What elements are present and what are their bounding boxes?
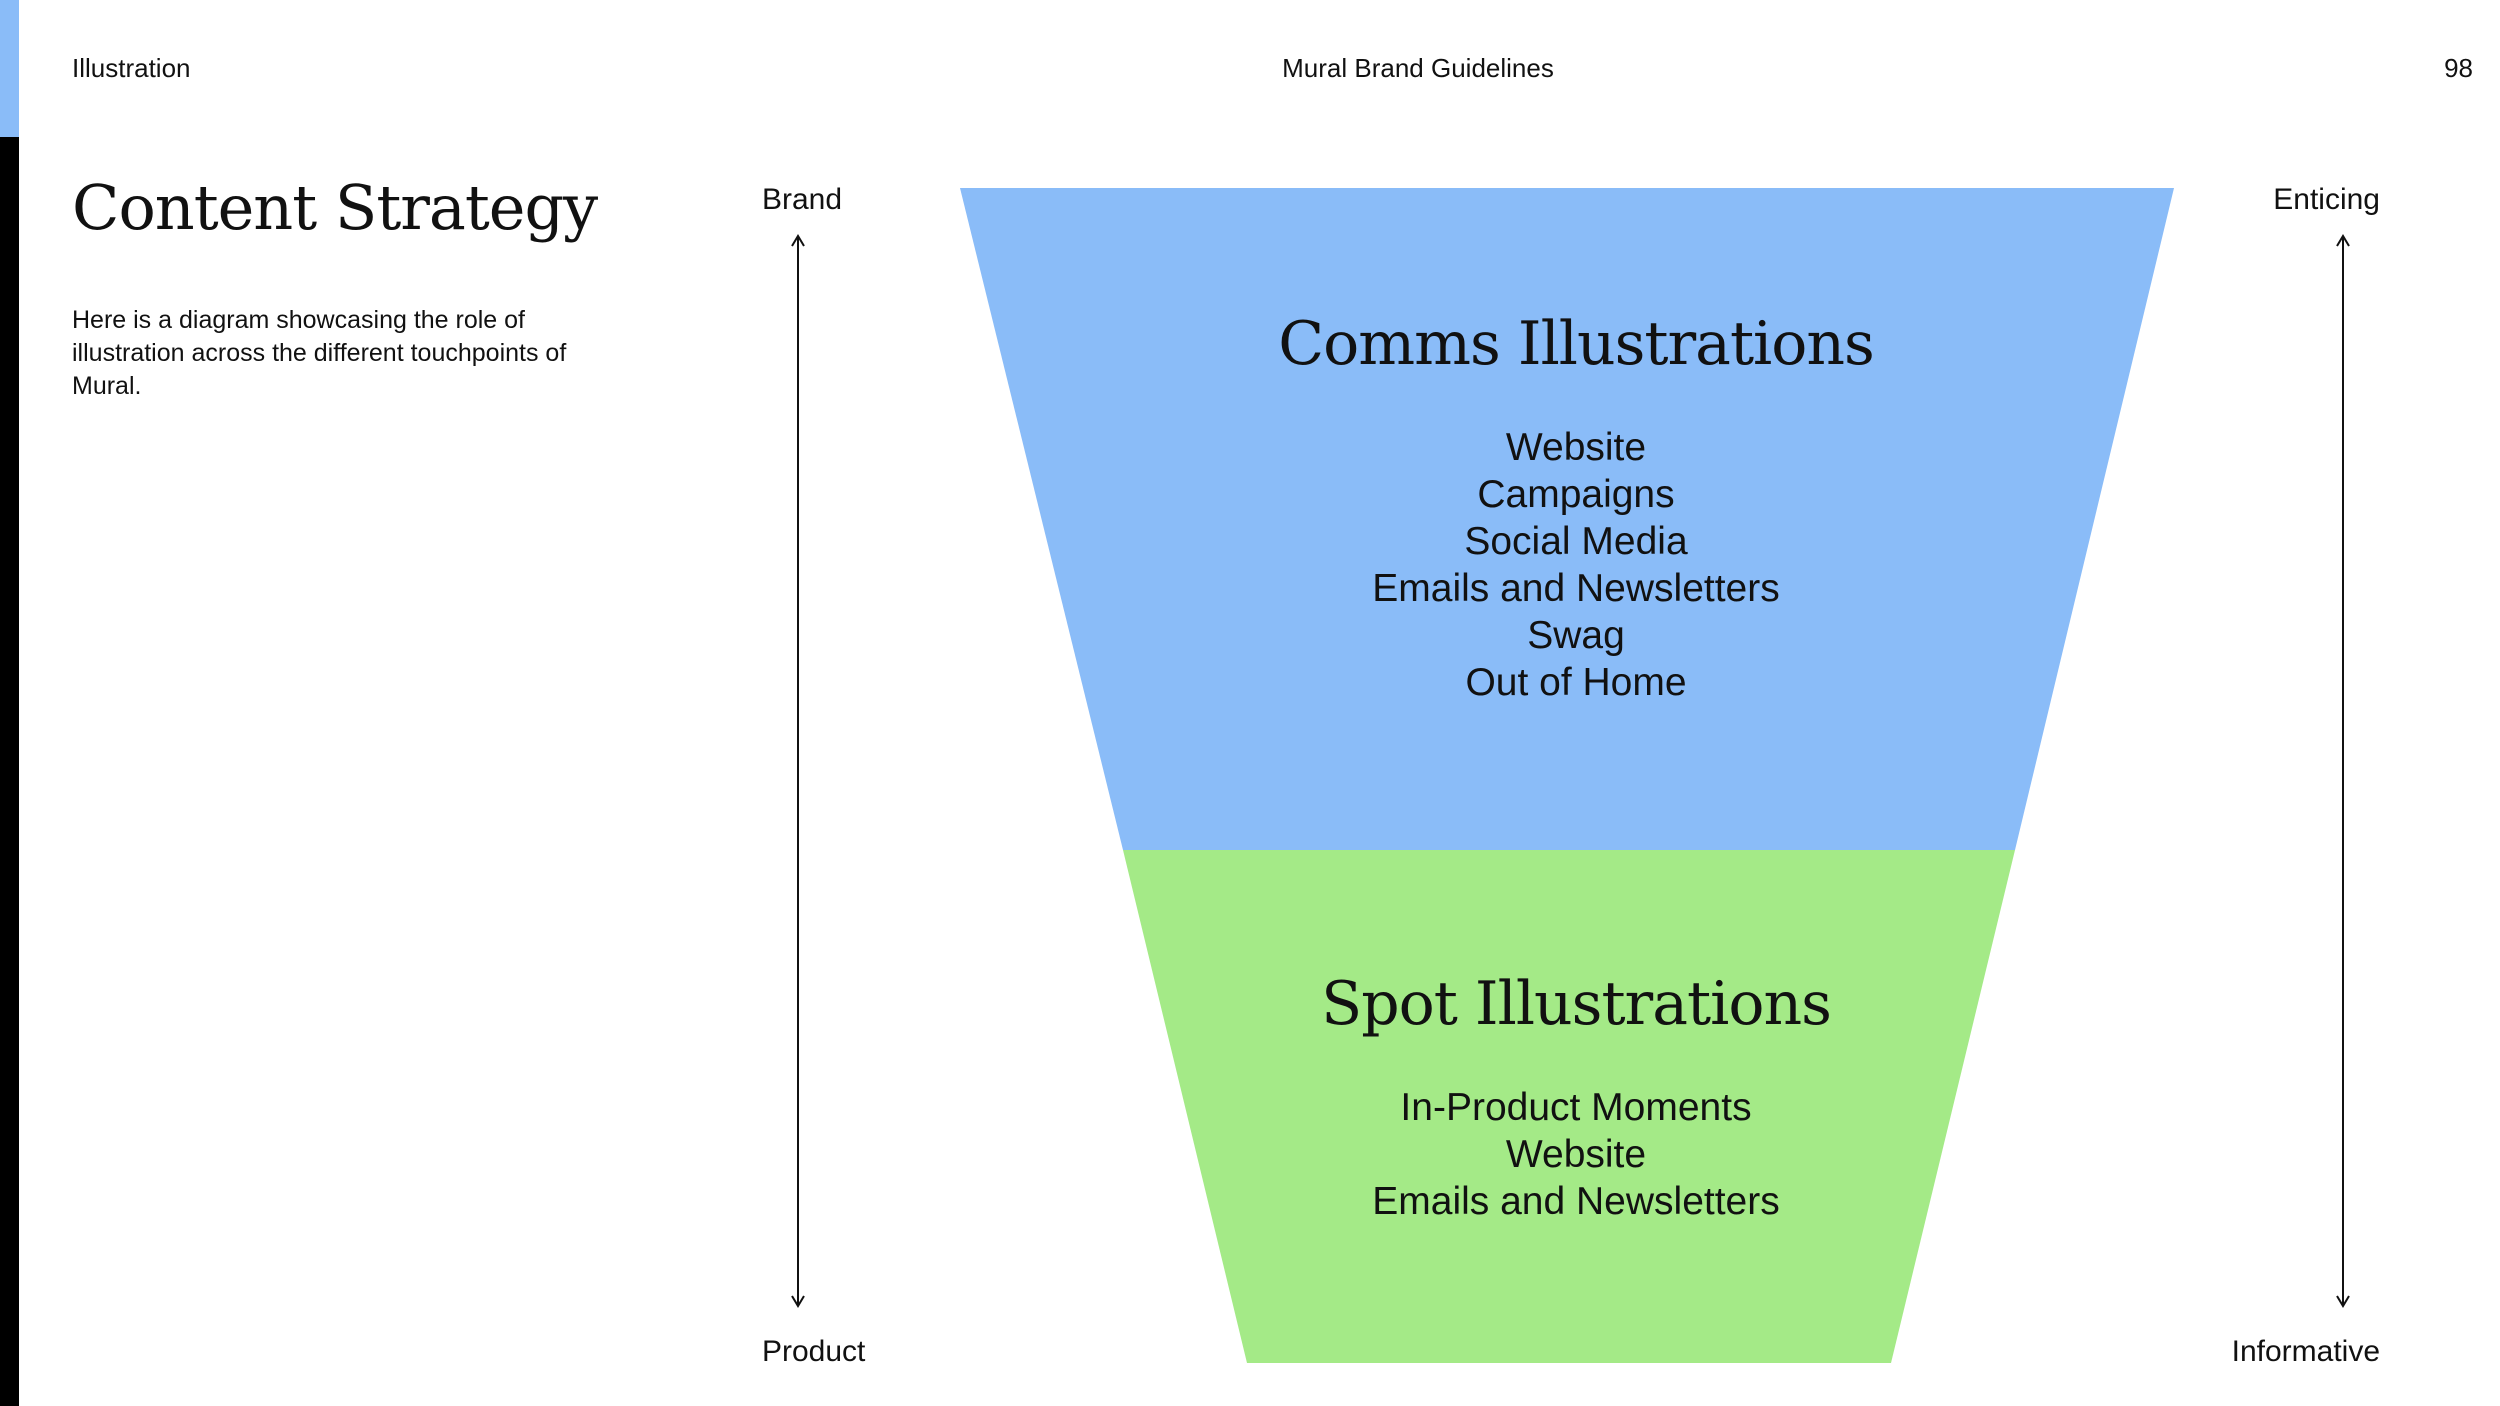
list-item: Emails and Newsletters xyxy=(1372,567,1780,610)
axis-label-brand: Brand xyxy=(762,183,843,216)
page-number: 98 xyxy=(2444,53,2473,83)
edge-black-bar xyxy=(0,137,19,1406)
funnel-tier-comms xyxy=(960,188,2174,850)
spot-tier-list: In-Product Moments Website Emails and Ne… xyxy=(1321,1084,1831,1225)
comms-tier-content: Comms Illustrations Website Campaigns So… xyxy=(1278,308,1875,706)
list-item: Campaigns xyxy=(1477,473,1675,516)
comms-tier-list: Website Campaigns Social Media Emails an… xyxy=(1278,424,1874,706)
spot-tier-title: Spot Illustrations xyxy=(1321,969,1832,1039)
intro-text: Here is a diagram showcasing the role of… xyxy=(72,306,567,400)
axis-label-informative: Informative xyxy=(2231,1335,2380,1368)
axis-label-enticing: Enticing xyxy=(2273,183,2380,216)
section-label: Illustration xyxy=(72,53,191,83)
comms-tier-title: Comms Illustrations xyxy=(1278,309,1875,379)
edge-accent-bar xyxy=(0,0,19,137)
page-title: Content Strategy xyxy=(72,171,598,244)
list-item: In-Product Moments xyxy=(1400,1086,1752,1129)
funnel-tier-spot xyxy=(1123,850,2015,1363)
list-item: Swag xyxy=(1527,614,1625,657)
document-title: Mural Brand Guidelines xyxy=(1282,53,1554,83)
list-item: Website xyxy=(1505,1133,1647,1176)
list-item: Social Media xyxy=(1464,520,1688,563)
list-item: Website xyxy=(1505,426,1647,469)
left-axis-arrow xyxy=(791,234,805,1308)
axis-label-product: Product xyxy=(762,1335,866,1368)
list-item: Out of Home xyxy=(1465,661,1687,704)
list-item: Emails and Newsletters xyxy=(1372,1180,1780,1223)
spot-tier-content: Spot Illustrations In-Product Moments We… xyxy=(1321,968,1832,1225)
right-axis-arrow xyxy=(2336,234,2350,1308)
